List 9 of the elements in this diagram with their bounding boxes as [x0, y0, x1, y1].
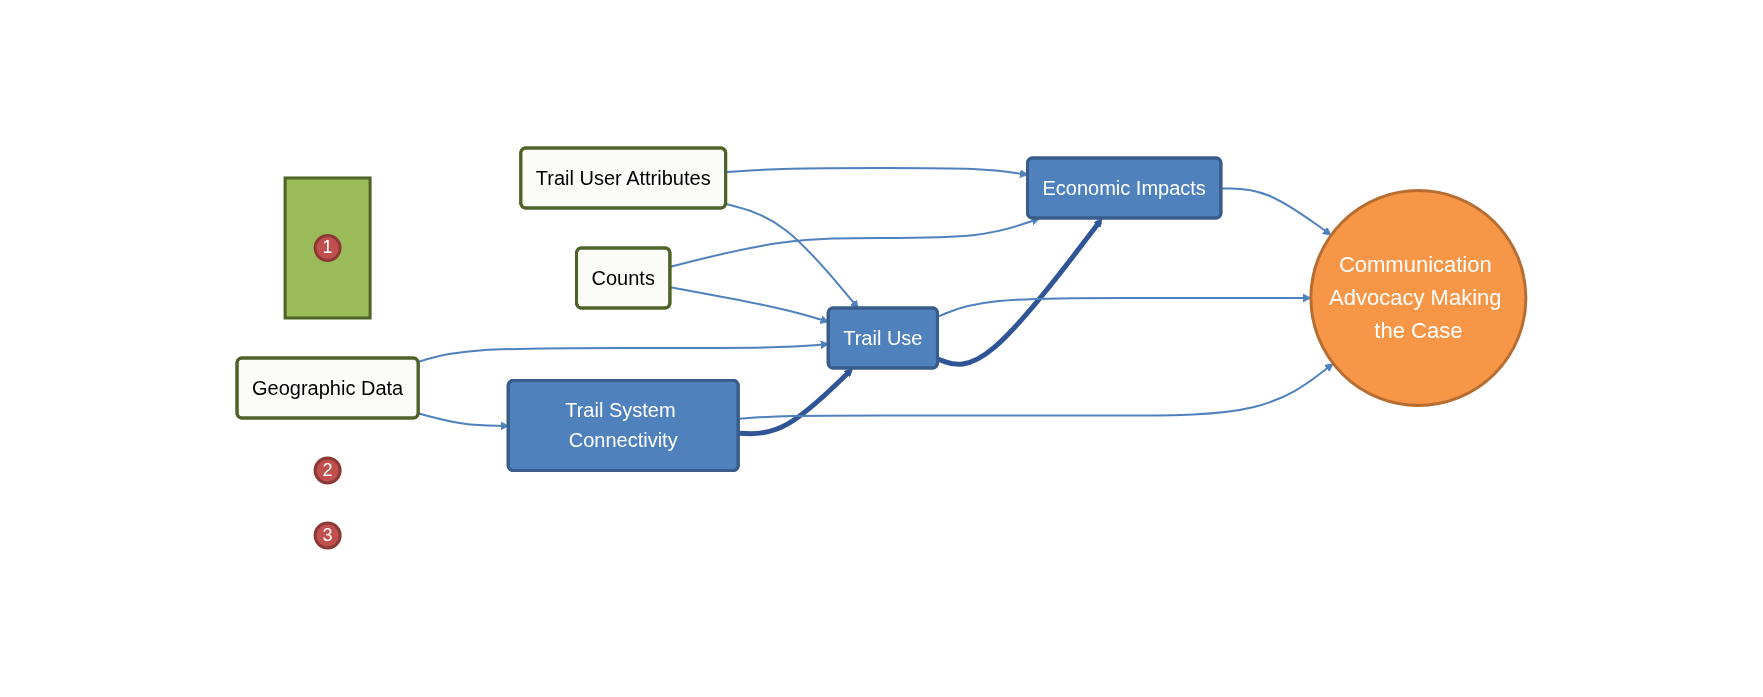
- arrow: [1220, 187, 1332, 236]
- node-circle: 2: [313, 456, 342, 485]
- cluster: [283, 176, 372, 320]
- arrow: [937, 293, 1312, 318]
- arrow: [937, 218, 1103, 367]
- arrow: [738, 368, 854, 437]
- node-circle: Communication Advocacy Making the Case: [1309, 189, 1528, 407]
- node-circle: 1: [313, 233, 342, 262]
- node-circle: 3: [313, 521, 342, 550]
